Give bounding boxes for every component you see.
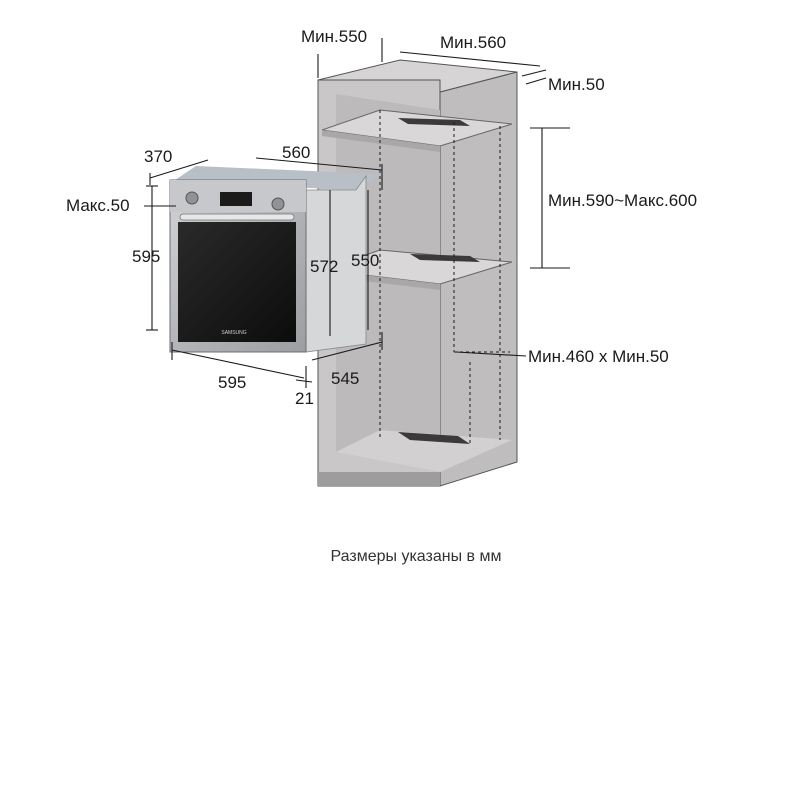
label-oven-depth-total: 560 <box>282 143 310 162</box>
label-cabinet-min-depth: Мин.550 <box>301 27 367 46</box>
bottom-slot <box>398 432 470 444</box>
oven: SAMSUNG <box>169 166 380 353</box>
label-cabinet-vent-opening: Мин.460 x Мин.50 <box>528 347 669 366</box>
label-cabinet-min-gap: Мин.50 <box>548 75 605 94</box>
label-cabinet-min-width: Мин.560 <box>440 33 506 52</box>
oven-door-handle <box>179 213 295 221</box>
label-cabinet-niche-height: Мин.590~Макс.600 <box>548 191 697 210</box>
label-oven-depth-door: 370 <box>144 147 172 166</box>
niche-hidden-lines <box>379 110 510 446</box>
oven-left-knob <box>185 191 199 205</box>
dimension-labels: 370 560 Макс.50 595 572 550 595 21 545 М… <box>66 27 697 408</box>
dimension-lines <box>144 38 570 388</box>
oven-right-knob <box>271 197 285 211</box>
label-oven-body-width: 545 <box>331 369 359 388</box>
label-oven-front-width: 595 <box>218 373 246 392</box>
label-oven-front-height: 595 <box>132 247 160 266</box>
cabinet-plinth <box>318 472 440 486</box>
cabinet-upper-shelf-edge <box>322 130 440 152</box>
label-oven-top-gap: Макс.50 <box>66 196 130 215</box>
oven-door-glass <box>178 222 296 342</box>
label-oven-door-thick: 21 <box>295 389 314 408</box>
upper-shelf-slot <box>398 118 470 126</box>
oven-brand-logo: SAMSUNG <box>221 330 246 336</box>
cabinet-bottom <box>336 430 512 472</box>
label-oven-rear-height: 550 <box>351 251 379 270</box>
mid-shelf-slot <box>410 254 480 262</box>
oven-display <box>220 192 252 206</box>
label-oven-body-height: 572 <box>310 257 338 276</box>
units-caption: Размеры указаны в мм <box>331 548 502 565</box>
